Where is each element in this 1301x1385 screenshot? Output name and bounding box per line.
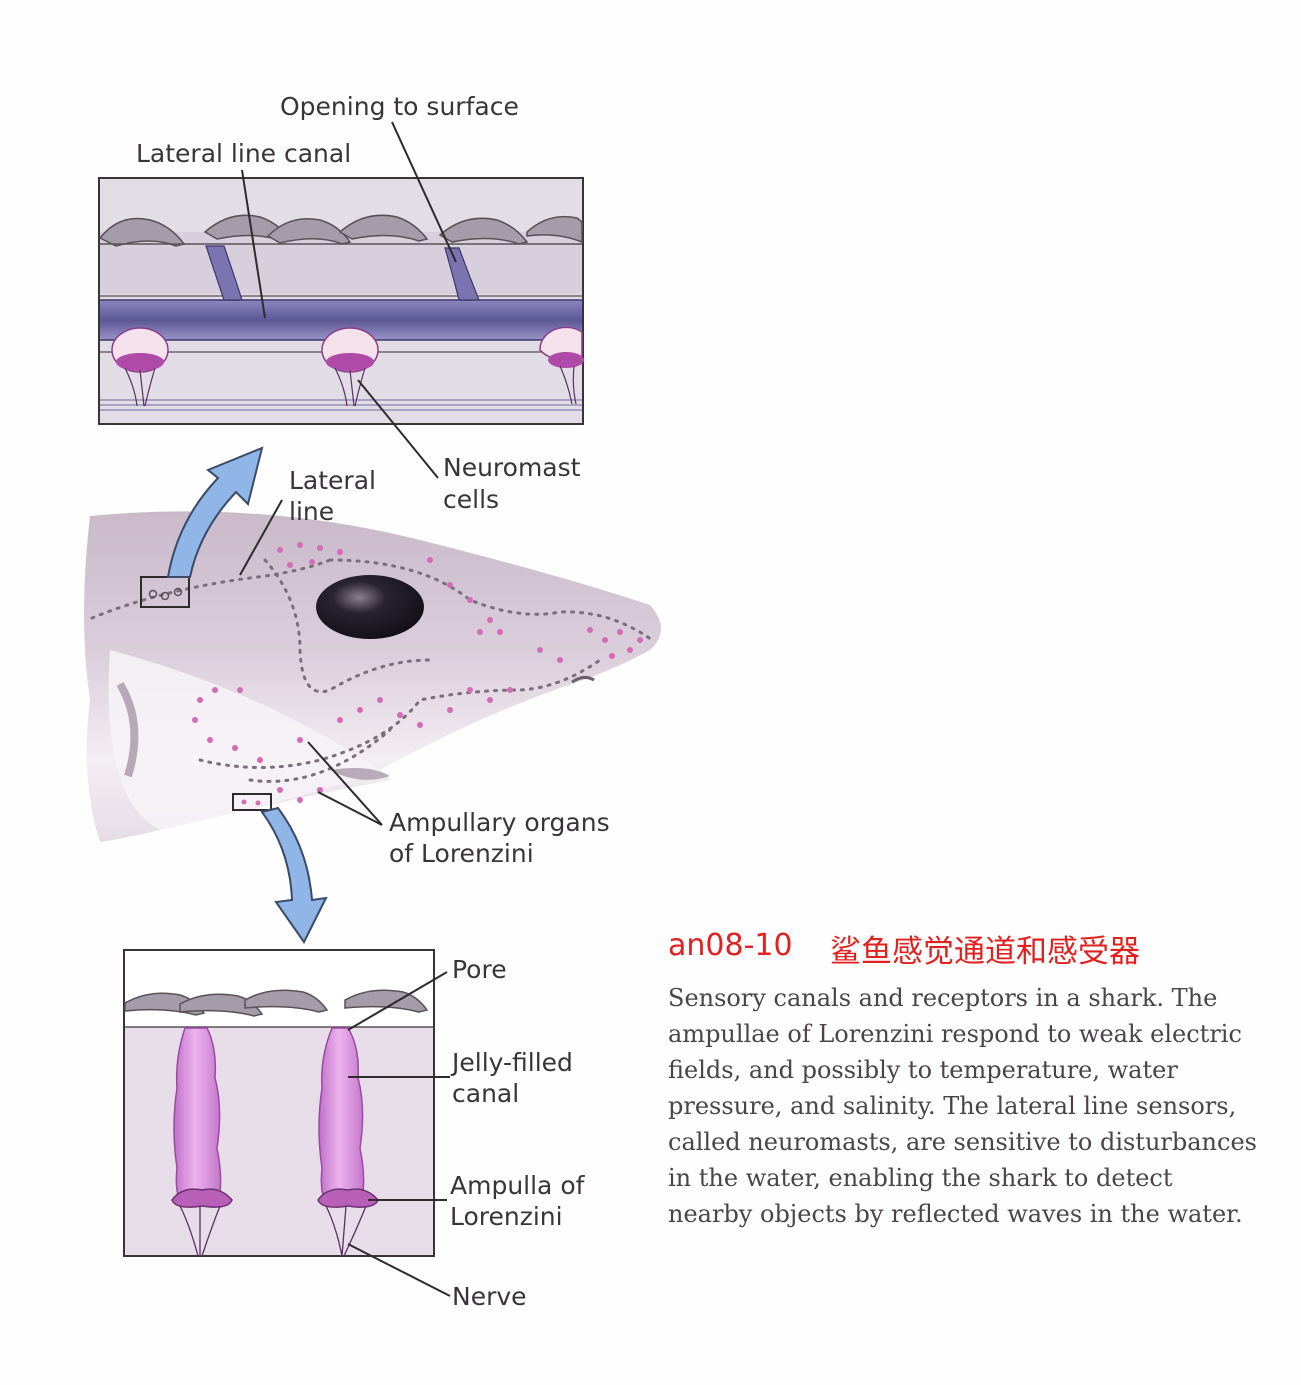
label-opening-to-surface: Opening to surface: [280, 92, 519, 121]
eye-icon: [316, 575, 424, 639]
neuromast-cluster: [321, 327, 379, 407]
label-of-lorenzini: of Lorenzini: [389, 839, 534, 868]
label-lorenzini: Lorenzini: [450, 1202, 563, 1231]
arrow-up-icon: [166, 446, 264, 578]
arrow-down-icon: [260, 806, 328, 944]
caption-id: an08-10: [668, 928, 793, 963]
label-lateral: Lateral: [289, 466, 376, 495]
label-pore: Pore: [452, 955, 507, 984]
caption-title-cn: 鲨鱼感觉通道和感受器: [830, 934, 1140, 970]
label-jelly-filled: Jelly-filled: [452, 1048, 573, 1077]
ampullary-highlight-box: [232, 793, 272, 811]
label-canal: canal: [452, 1079, 520, 1108]
lateral-line-highlight-box: [140, 576, 190, 608]
label-lateral-line: line: [289, 497, 335, 526]
ampulla-panel: [123, 949, 451, 1297]
lateral-line-panel: [98, 121, 584, 479]
label-neuromast: Neuromast: [443, 453, 581, 482]
label-neuromast-cells: cells: [443, 485, 500, 514]
label-ampulla-of: Ampulla of: [450, 1171, 585, 1200]
neuromast-cluster: [111, 327, 169, 407]
ampullary-pores: [192, 542, 643, 803]
shark-head: [84, 499, 661, 842]
label-ampullary-organs: Ampullary organs: [389, 808, 610, 837]
label-lateral-line-canal: Lateral line canal: [136, 139, 352, 168]
label-nerve: Nerve: [452, 1282, 527, 1311]
neuromast-cluster: [539, 326, 584, 405]
caption-text: Sensory canals and receptors in a shark.…: [668, 984, 1257, 1228]
